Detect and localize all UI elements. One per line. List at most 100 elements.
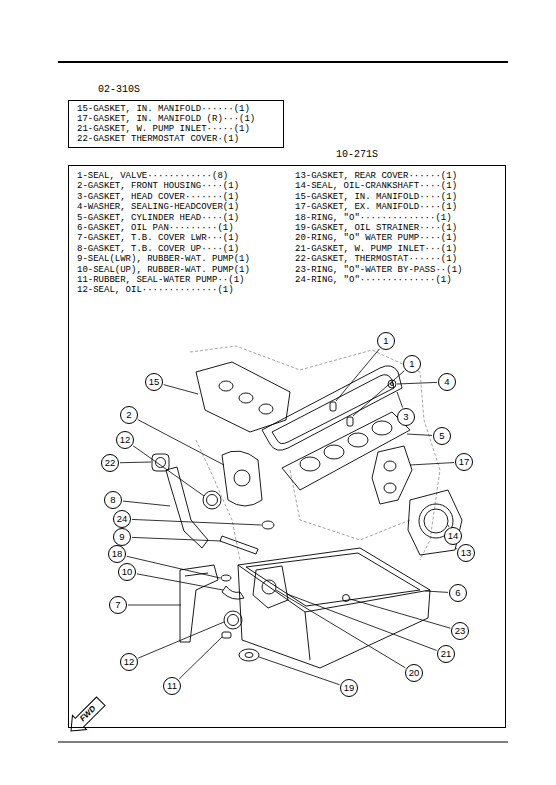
parts-list-line: 17-GASKET, IN. MANIFOLD (R)···(1): [77, 114, 277, 124]
parts-list-line: 17-GASKET, EX. MANIFOLD····(1): [295, 202, 457, 212]
forward-arrow: [64, 694, 108, 738]
leader-line: [407, 434, 432, 435]
parts-list-line: 23-RING, "O"-WATER BY-PASS··(1): [295, 265, 462, 275]
callout-number: 7: [115, 600, 120, 610]
callout-number: 6: [455, 588, 460, 598]
callout-number: 1: [409, 359, 414, 369]
parts-list-line: 8-GASKET, T.B. COVER UP····(1): [77, 244, 239, 254]
callout-number: 12: [124, 657, 135, 667]
callout-circle: 17: [455, 453, 473, 471]
callout-circle: 12: [120, 653, 138, 671]
callout-number: 22: [105, 458, 116, 468]
callout-circle: 15: [145, 373, 163, 391]
parts-list-line: 15-GASKET, IN. MANIFOLD····(1): [295, 192, 457, 202]
leader-line: [164, 385, 198, 394]
callout-circle: 12: [116, 431, 134, 449]
callout-number: 19: [344, 683, 355, 693]
callout-number: 5: [439, 431, 444, 441]
parts-list-line: 10-SEAL(UP), RUBBER-WAT. PUMP(1): [77, 265, 250, 275]
leader-line: [132, 537, 221, 541]
parts-list-line: 15-GASKET, IN. MANIFOLD······(1): [77, 104, 277, 114]
parts-list-line: 24-RING, "O"··············(1): [295, 275, 452, 285]
callout-number: 15: [149, 377, 160, 387]
callout-circle: 5: [433, 427, 451, 445]
leader-line: [397, 392, 403, 408]
leader-line: [425, 591, 448, 592]
parts-list-line: 1-SEAL, VALVE············(8): [77, 171, 228, 181]
callout-number: 11: [167, 681, 177, 691]
callout-circle: 18: [108, 545, 126, 563]
callout-number: 23: [455, 626, 466, 636]
callout-circle: 8: [104, 491, 122, 509]
parts-list-line: 9-SEAL(LWR), RUBBER-WAT. PUMP(1): [77, 254, 250, 264]
callout-number: 18: [112, 549, 123, 559]
leader-line: [276, 590, 405, 668]
parts-list-line: 19-GASKET, OIL STRAINER····(1): [295, 223, 457, 233]
callout-number: 10: [122, 567, 133, 577]
parts-list-box: 10-271S1-SEAL, VALVE············(8)2-GAS…: [68, 165, 506, 728]
parts-list-line: 18-RING, "O"··············(1): [295, 213, 452, 223]
leader-line: [138, 622, 224, 658]
leader-line: [259, 657, 340, 685]
callout-number: 24: [117, 514, 128, 524]
parts-list-line: 6-GASKET, OIL PAN·········(1): [77, 223, 234, 233]
callout-circle: 4: [438, 373, 456, 391]
callout-number: 12: [120, 435, 131, 445]
parts-list-line: 14-SEAL, OIL-CRANKSHAFT····(1): [295, 181, 457, 191]
callout-circle: 3: [397, 408, 415, 426]
page-rule: [58, 61, 508, 63]
parts-list-line: 2-GASKET, FRONT HOUSING····(1): [77, 181, 239, 191]
callout-number: 3: [403, 412, 408, 422]
part-number-heading: 02-310S: [98, 84, 140, 96]
leader-line: [410, 463, 454, 465]
callout-circle: 11: [163, 677, 181, 695]
callout-circle: 23: [451, 622, 469, 640]
parts-list-line: 22-GASKET THERMOSTAT COVER·(1): [77, 134, 277, 144]
callout-circle: 2: [120, 406, 138, 424]
parts-list-box: 02-310S15-GASKET, IN. MANIFOLD······(1)1…: [68, 100, 284, 148]
callout-number: 2: [126, 410, 131, 420]
parts-list-line: 3-GASKET, HEAD COVER·······(1): [77, 192, 239, 202]
leader-line: [179, 637, 222, 679]
parts-list-line: 20-RING, "O" WATER PUMP····(1): [295, 233, 457, 243]
callout-number: 9: [119, 532, 124, 542]
page-rule: [58, 742, 508, 743]
callout-circle: 10: [118, 563, 136, 581]
parts-list-line: 21-GASKET, W. PUMP INLET···(1): [295, 244, 457, 254]
callout-circle: 6: [449, 584, 467, 602]
callout-circle: 7: [109, 596, 127, 614]
callout-circle: 1: [377, 332, 395, 350]
leader-line: [132, 519, 261, 525]
leader-line: [336, 349, 380, 401]
callout-number: 4: [444, 377, 449, 387]
callout-number: 20: [409, 668, 420, 678]
parts-list-line: 21-GASKET, W. PUMP INLET·····(1): [77, 124, 277, 134]
callout-circle: 20: [405, 664, 423, 682]
leader-line: [397, 382, 437, 384]
parts-list-line: 7-GASKET, T.B. COVER LWR···(1): [77, 233, 239, 243]
parts-list-line: 12-SEAL, OIL··············(1): [77, 285, 234, 295]
callout-number: 14: [448, 531, 459, 541]
callout-number: 13: [461, 548, 472, 558]
parts-list-line: 4-WASHER, SEALING-HEADCOVER(1): [77, 202, 239, 212]
leader-line: [120, 462, 151, 464]
leader-line: [137, 574, 223, 590]
callout-number: 21: [441, 649, 452, 659]
parts-list-line: 13-GASKET, REAR COVER······(1): [295, 171, 457, 181]
leader-line: [133, 446, 204, 496]
leader-line: [123, 501, 170, 506]
parts-list-line: 5-GASKET, CYLINDER HEAD····(1): [77, 213, 239, 223]
callout-circle: 22: [101, 454, 119, 472]
callout-circle: 19: [340, 679, 358, 697]
callout-circle: 21: [437, 645, 455, 663]
leader-line: [353, 371, 404, 416]
engine-outline: [190, 346, 440, 560]
leader-line: [128, 605, 181, 606]
gasket-drawing: [152, 362, 462, 668]
callout-circle: 1: [403, 355, 421, 373]
callout-number: 1: [383, 336, 388, 346]
callout-circle: 14: [444, 527, 462, 545]
callout-number: 8: [110, 495, 115, 505]
callout-circle: 13: [457, 544, 475, 562]
part-number-heading: 10-271S: [336, 149, 378, 161]
